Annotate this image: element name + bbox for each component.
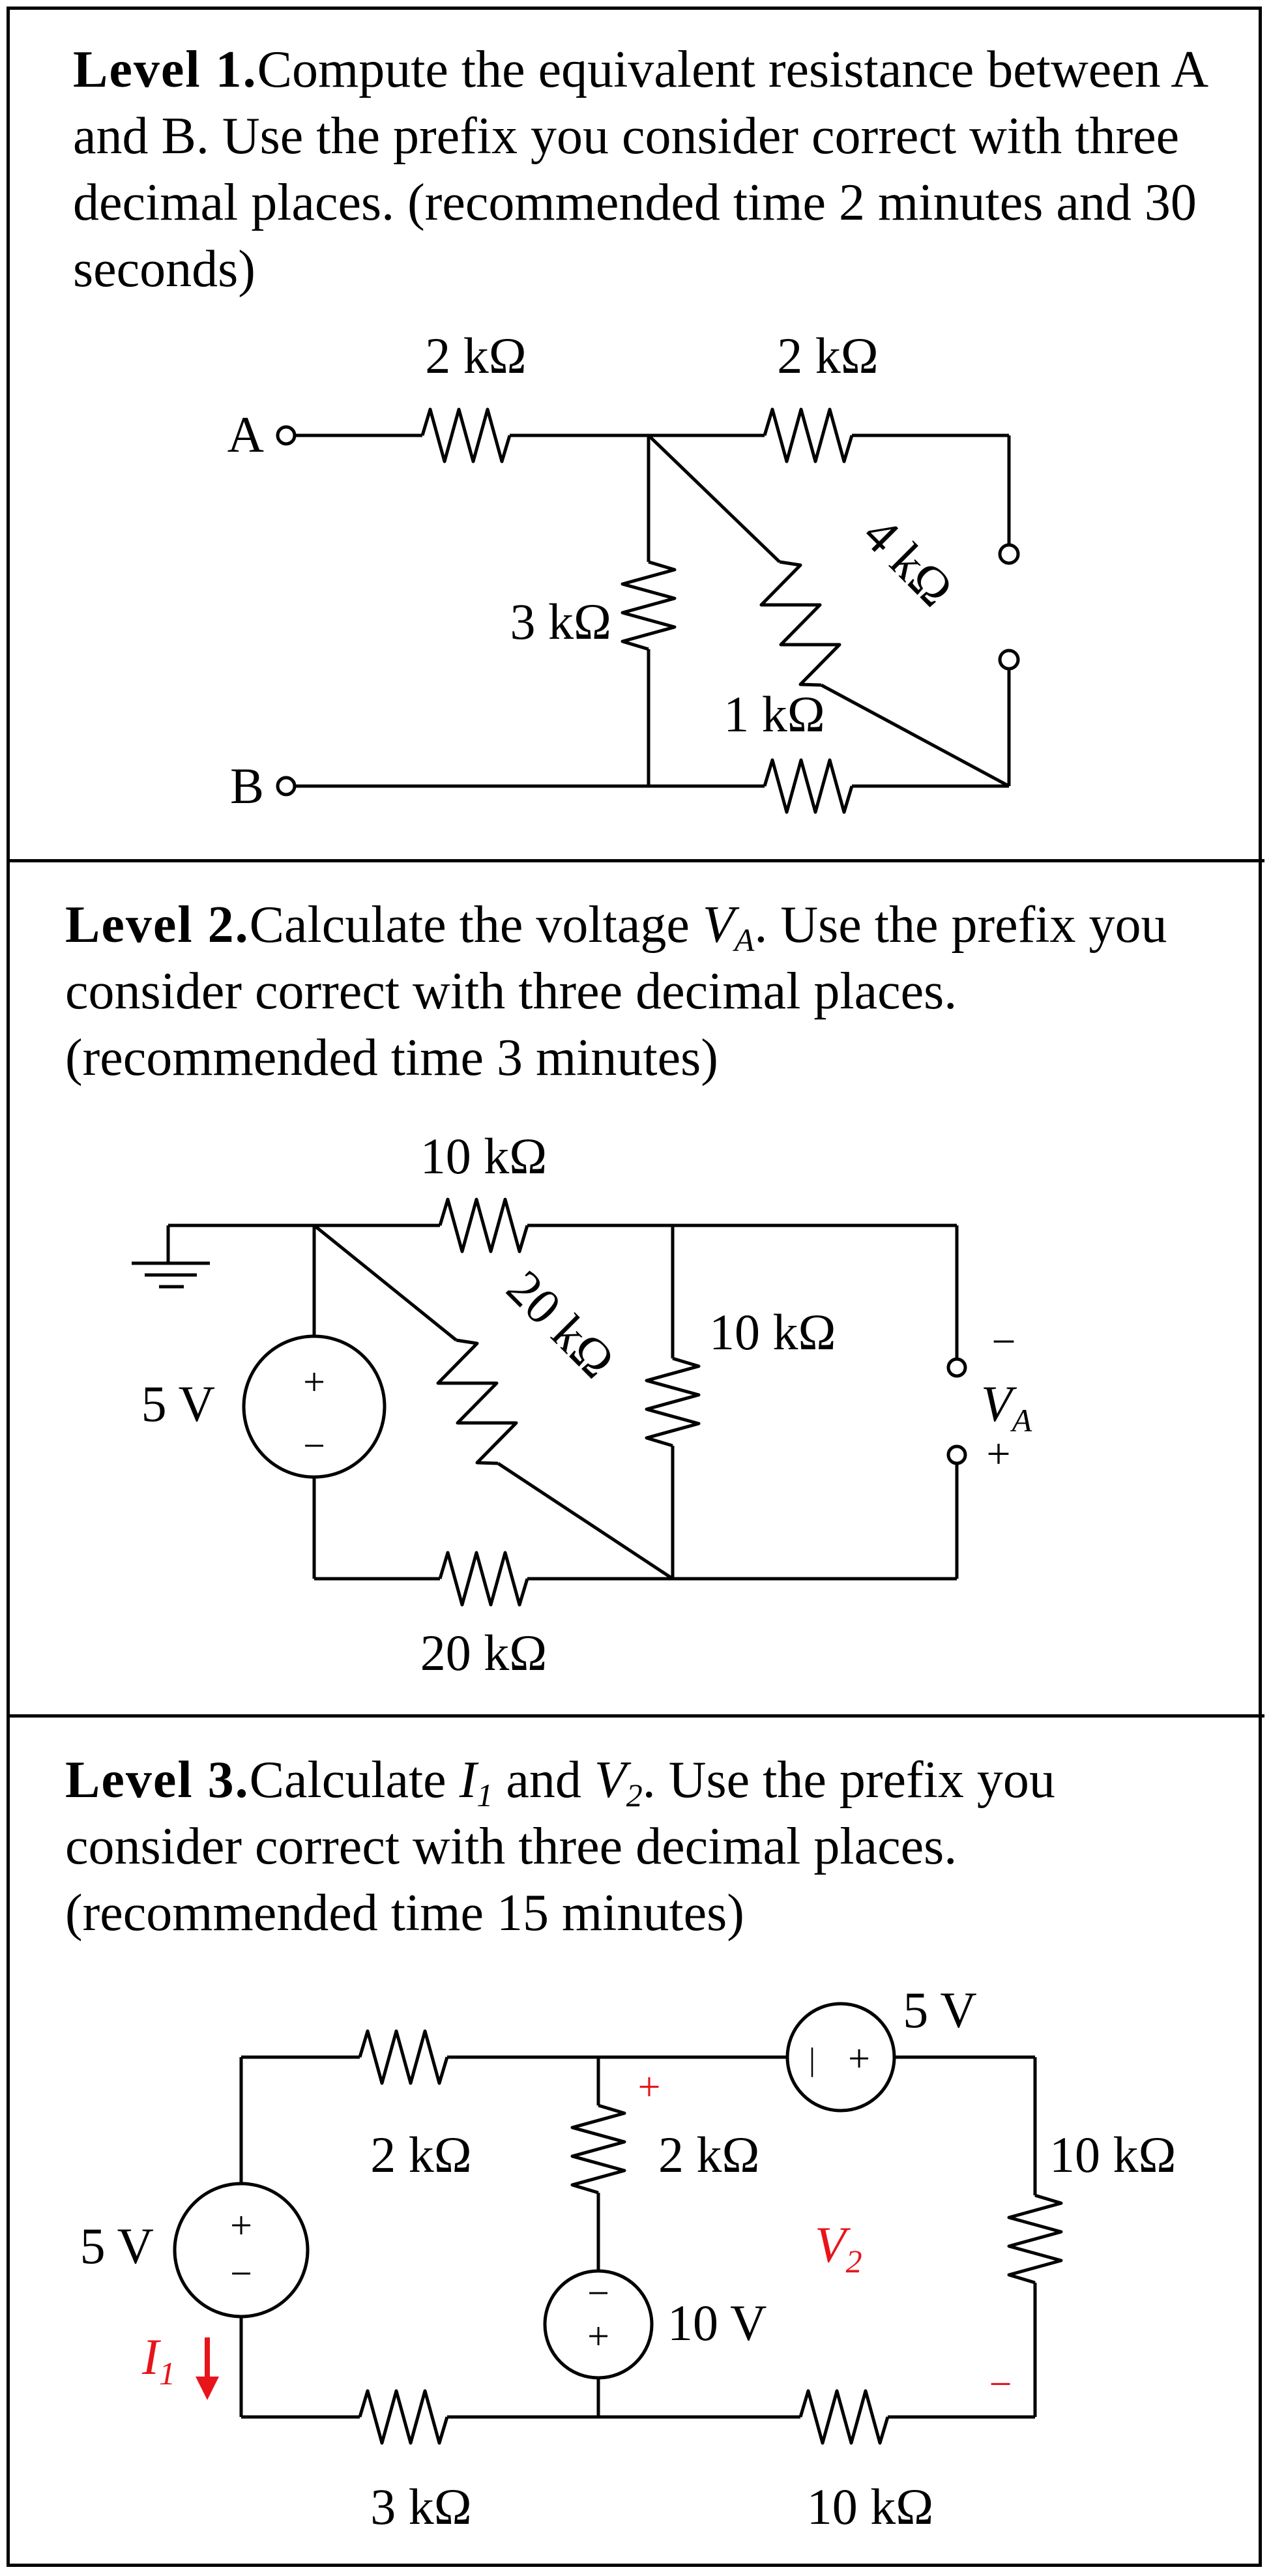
r-top-label: 10 kΩ [420, 1128, 547, 1184]
level-3-text-2: and [493, 1751, 594, 1809]
v2-label-main: V [815, 2216, 851, 2273]
r-top-left-label: 2 kΩ [370, 2126, 471, 2183]
level-3-heading: Level 3. [65, 1751, 250, 1809]
level-2-prompt: Level 2.Calculate the voltage VA. Use th… [65, 892, 1212, 1091]
var-i1-main: I [459, 1751, 477, 1809]
outer-border [7, 7, 1262, 2567]
left-source-minus-sign: − [230, 2252, 252, 2295]
node-a-label: A [227, 406, 264, 463]
top-source-plus-sign: + [848, 2037, 870, 2080]
r-right-label: 10 kΩ [709, 1304, 836, 1360]
mid-source-label: 10 V [667, 2294, 767, 2351]
current-arrow-icon [196, 2337, 219, 2400]
var-va: VA [702, 896, 754, 956]
source-label: 5 V [141, 1375, 215, 1432]
resistor-10k-bottom [798, 2389, 890, 2445]
resistor-4k-diagonal [759, 560, 841, 687]
level-2-text-after: . Use the prefix you consider correct wi… [65, 896, 1167, 1087]
wire [647, 434, 781, 563]
resistor-20k-diagonal [436, 1338, 518, 1465]
var-v2: V2 [594, 1751, 643, 1811]
r-top-right-label: 2 kΩ [777, 327, 878, 384]
wire [497, 1461, 674, 1581]
var-i1-sub: 1 [476, 1777, 493, 1813]
resistor-2k-middle [570, 2103, 626, 2195]
terminal-b [276, 776, 297, 797]
v2-minus-sign: − [989, 2362, 1012, 2407]
top-source-minus-sign: | [809, 2041, 815, 2077]
output-plus-sign: + [986, 1430, 1010, 1478]
resistor-20k-bottom [438, 1551, 529, 1607]
terminal-plus [946, 1444, 967, 1465]
node-b-label: B [230, 757, 264, 814]
output-va-label: VA [981, 1375, 1032, 1439]
resistor-10k-right [1007, 2193, 1063, 2285]
i1-label-main: I [141, 2328, 162, 2385]
var-v2-main: V [594, 1751, 626, 1809]
var-v2-sub: 2 [626, 1777, 643, 1813]
var-va-main: V [702, 896, 735, 954]
var-i1: I1 [459, 1751, 493, 1811]
voltage-source-5v-top [785, 2002, 896, 2113]
level-2-text-before: Calculate the voltage [249, 896, 703, 954]
resistor-3k-bottom [358, 2389, 449, 2445]
resistor-10k-right [645, 1356, 701, 1448]
r-bottom-right-label: 10 kΩ [807, 2478, 933, 2535]
resistor-10k-top [438, 1197, 529, 1253]
v2-label: V2 [815, 2216, 862, 2279]
r-bottom-label: 20 kΩ [420, 1624, 547, 1681]
section-divider-2 [7, 1714, 1264, 1718]
level-1-heading: Level 1. [73, 41, 257, 98]
resistor-3k [621, 560, 677, 651]
v2-plus-sign: + [638, 2065, 661, 2109]
output-va-sub: A [1010, 1402, 1032, 1439]
r-middle-label: 2 kΩ [658, 2126, 759, 2183]
wire [820, 683, 1010, 788]
mid-source-plus-sign: + [587, 2315, 609, 2358]
output-minus-sign: − [991, 1318, 1015, 1366]
level-3-text-1: Calculate [249, 1751, 460, 1809]
output-va-main: V [981, 1375, 1017, 1432]
r-bottom-left-label: 3 kΩ [370, 2478, 471, 2535]
var-va-sub: A [734, 922, 755, 958]
level-1-prompt: Level 1.Compute the equivalent resistanc… [73, 37, 1207, 302]
level-2-heading: Level 2. [65, 896, 250, 954]
i1-label-sub: 1 [159, 2355, 175, 2392]
v2-label-sub: 2 [846, 2243, 862, 2279]
resistor-1k-bottom [763, 758, 854, 814]
wire [313, 1224, 458, 1341]
resistor-2k-top-left [358, 2029, 449, 2085]
source-plus-sign: + [303, 1360, 325, 1403]
r-bottom-label: 1 kΩ [723, 686, 825, 742]
section-divider-1 [7, 859, 1264, 862]
source-minus-sign: − [303, 1424, 325, 1467]
left-source-plus-sign: + [230, 2204, 252, 2247]
open-terminal-lower [998, 649, 1020, 671]
r-mid-label: 3 kΩ [510, 593, 611, 650]
open-terminal-upper [998, 543, 1020, 565]
left-source-label: 5 V [80, 2217, 154, 2274]
level-1-text: Compute the equivalent resistance betwee… [73, 41, 1206, 298]
terminal-a [276, 425, 297, 446]
resistor-2k-top-right [763, 407, 854, 463]
r-top-left-label: 2 kΩ [425, 327, 526, 384]
level-3-text-3: . Use the prefix you consider correct wi… [65, 1751, 1055, 1942]
r-right-label: 10 kΩ [1049, 2126, 1176, 2183]
level-1-circuit: A B 2 kΩ 2 kΩ 3 kΩ 4 kΩ 1 kΩ [227, 327, 1020, 814]
i1-label: I1 [141, 2328, 175, 2392]
level-3-prompt: Level 3.Calculate I1 and V2. Use the pre… [65, 1747, 1212, 1946]
top-source-label: 5 V [903, 1982, 976, 2038]
mid-source-minus-sign: − [587, 2272, 609, 2315]
terminal-minus [946, 1357, 967, 1378]
resistor-2k-top-left [420, 407, 512, 463]
